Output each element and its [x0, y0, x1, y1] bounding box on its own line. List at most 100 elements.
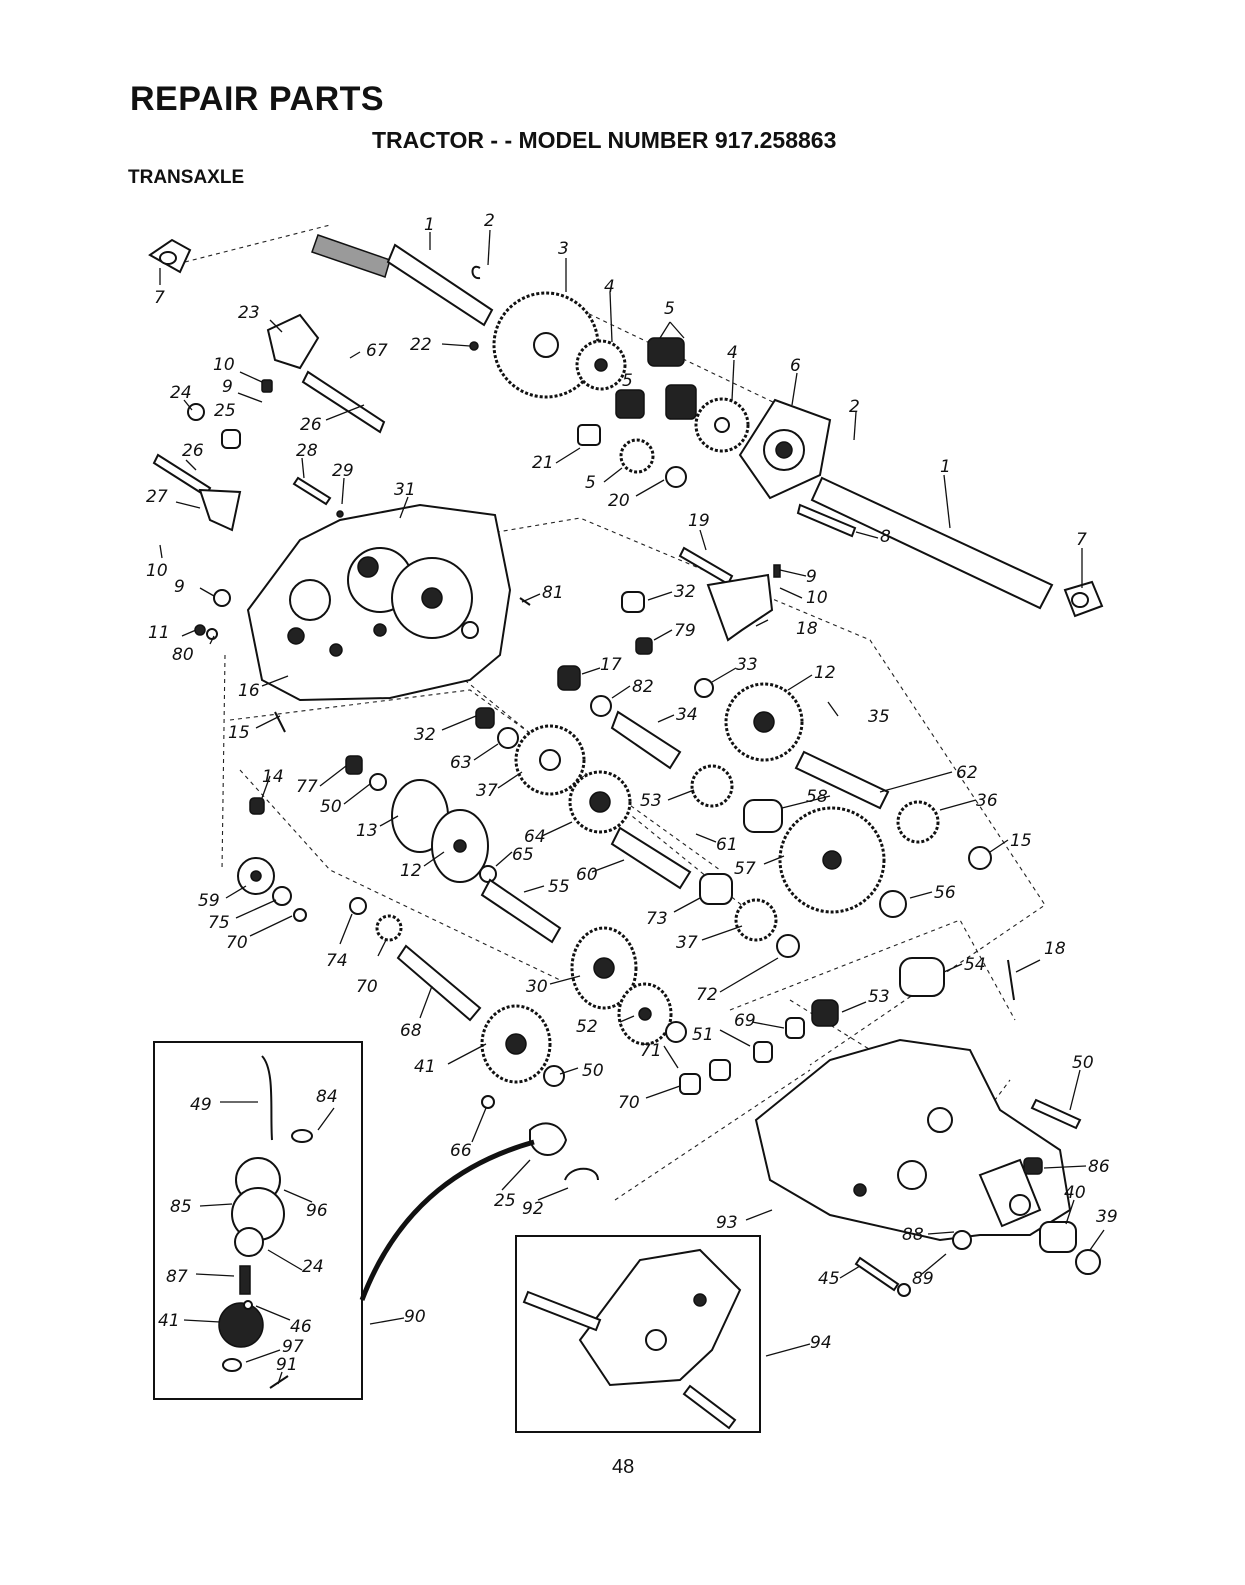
callout-label: 52 [576, 1017, 598, 1037]
callout-label: 14 [262, 767, 284, 787]
callout-label: 74 [326, 951, 348, 971]
callout-label: 70 [618, 1093, 640, 1113]
callout-label: 2 [484, 211, 495, 231]
callout-label: 53 [868, 987, 890, 1007]
callout-label: 37 [676, 933, 698, 953]
part-callout-numbers: 1 2 3 4 5 5 4 6 2 1 7 7 23 67 22 10 9 24… [146, 211, 1118, 1375]
callout-label: 96 [306, 1201, 328, 1221]
callout-label: 73 [646, 909, 668, 929]
callout-label: 19 [688, 511, 710, 531]
callout-label: 2 [849, 397, 860, 417]
callout-label: 26 [182, 441, 204, 461]
callout-label: 12 [400, 861, 422, 881]
callout-label: 55 [548, 877, 570, 897]
transaxle-assembly-inset [515, 1235, 761, 1433]
callout-label: 68 [400, 1021, 422, 1041]
callout-label: 11 [148, 623, 170, 643]
callout-label: 22 [410, 335, 432, 355]
callout-label: 50 [582, 1061, 604, 1081]
callout-label: 25 [494, 1191, 516, 1211]
callout-label: 34 [676, 705, 698, 725]
callout-label: 97 [282, 1337, 304, 1357]
callout-label: 46 [290, 1317, 312, 1337]
callout-leader-lines-lower [183, 1101, 1105, 1385]
callout-label: 60 [576, 865, 598, 885]
callout-label: 89 [912, 1269, 934, 1289]
callout-label: 69 [734, 1011, 756, 1031]
callout-label: 24 [170, 383, 192, 403]
callout-label: 24 [302, 1257, 324, 1277]
shift-lever-inset [153, 1041, 363, 1400]
callout-label: 49 [190, 1095, 212, 1115]
callout-label: 77 [296, 777, 318, 797]
callout-label: 16 [238, 681, 260, 701]
callout-label: 41 [158, 1311, 180, 1331]
callout-label: 9 [806, 567, 817, 587]
section-heading: TRANSAXLE [128, 167, 245, 188]
callout-label: 15 [1010, 831, 1032, 851]
callout-label: 1 [424, 215, 435, 235]
callout-label: 91 [276, 1355, 298, 1375]
callout-label: 87 [166, 1267, 188, 1287]
callout-label: 50 [320, 797, 342, 817]
callout-leader-lines [159, 229, 1083, 1111]
callout-label: 29 [332, 461, 354, 481]
callout-label: 56 [934, 883, 956, 903]
callout-label: 61 [716, 835, 738, 855]
model-number-heading: TRACTOR - - MODEL NUMBER 917.258863 [372, 127, 837, 153]
callout-label: 13 [356, 821, 378, 841]
callout-label: 88 [902, 1225, 924, 1245]
callout-label: 17 [600, 655, 622, 675]
case-half-left [246, 503, 531, 702]
callout-label: 54 [964, 955, 986, 975]
callout-label: 70 [356, 977, 378, 997]
callout-label: 51 [692, 1025, 714, 1045]
callout-label: 75 [208, 913, 230, 933]
callout-label: 50 [1072, 1053, 1094, 1073]
callout-label: 18 [796, 619, 818, 639]
callout-label: 36 [976, 791, 998, 811]
callout-label: 9 [174, 577, 185, 597]
page-title: REPAIR PARTS [130, 80, 385, 118]
callout-label: 3 [558, 239, 569, 259]
callout-label: 9 [222, 377, 233, 397]
callout-label: 93 [716, 1213, 738, 1233]
callout-label: 66 [450, 1141, 472, 1161]
callout-label: 37 [476, 781, 498, 801]
callout-label: 23 [238, 303, 260, 323]
callout-label: 25 [214, 401, 236, 421]
callout-label: 40 [1064, 1183, 1086, 1203]
callout-label: 59 [198, 891, 220, 911]
callout-label: 62 [956, 763, 978, 783]
callout-label: 82 [632, 677, 654, 697]
callout-label: 5 [622, 371, 633, 391]
callout-label: 70 [226, 933, 248, 953]
case-half-right [754, 1038, 1101, 1297]
callout-label: 4 [727, 343, 738, 363]
callout-label: 5 [585, 473, 596, 493]
callout-label: 67 [366, 341, 388, 361]
callout-label: 45 [818, 1269, 840, 1289]
callout-label: 64 [524, 827, 546, 847]
callout-label: 10 [213, 355, 235, 375]
callout-label: 79 [674, 621, 696, 641]
callout-label: 53 [640, 791, 662, 811]
callout-label: 21 [532, 453, 554, 473]
middle-gear-cluster [249, 591, 992, 958]
callout-label: 81 [542, 583, 564, 603]
callout-label: 94 [810, 1333, 832, 1353]
callout-label: 92 [522, 1199, 544, 1219]
callout-label: 33 [736, 655, 758, 675]
callout-label: 15 [228, 723, 250, 743]
callout-label: 80 [172, 645, 194, 665]
callout-label: 8 [880, 527, 891, 547]
callout-label: 84 [316, 1087, 338, 1107]
callout-label: 5 [664, 299, 675, 319]
callout-label: 35 [868, 707, 890, 727]
callout-label: 26 [300, 415, 322, 435]
callout-label: 20 [608, 491, 630, 511]
upper-gear-cluster [469, 291, 1104, 642]
callout-label: 85 [170, 1197, 192, 1217]
page-number: 48 [612, 1456, 635, 1478]
callout-label: 12 [814, 663, 836, 683]
